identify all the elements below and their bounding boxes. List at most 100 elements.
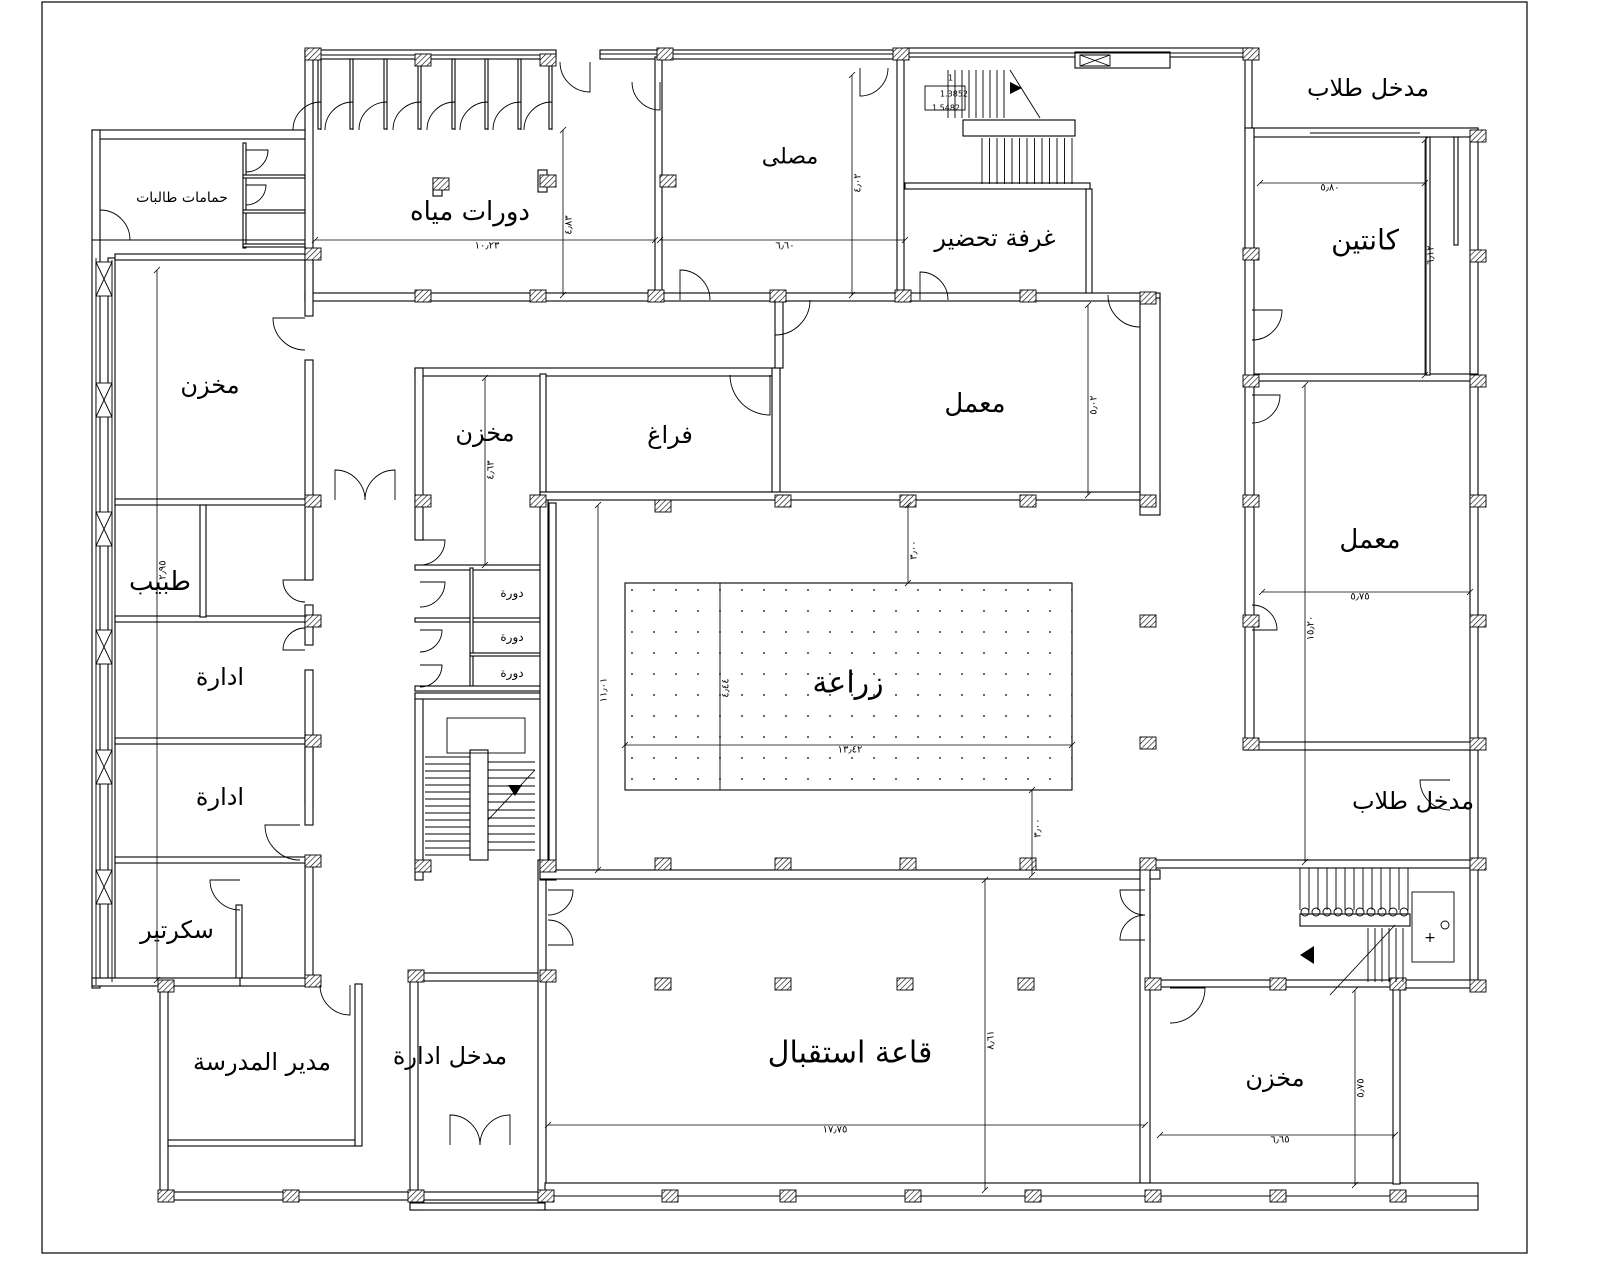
window-cross	[95, 869, 113, 905]
window-cross	[95, 511, 113, 547]
entrance-label-students-top: مدخل طلاب	[1307, 74, 1429, 102]
door-swing	[282, 579, 306, 603]
wall	[114, 856, 311, 864]
column	[414, 859, 432, 873]
door-swing	[547, 889, 574, 916]
dim-label-lab-center-depth: ٥٫٠٢	[1089, 395, 1100, 414]
column	[894, 289, 912, 303]
wall	[771, 367, 781, 497]
wall	[548, 502, 557, 881]
dim-label-courtyard-gap-bottom: ٣٫٠٠	[1033, 818, 1044, 837]
door-swing	[334, 469, 366, 501]
dimension-tick	[1421, 136, 1429, 144]
column	[1242, 737, 1260, 751]
door-swing	[449, 1114, 481, 1146]
wall	[414, 685, 546, 692]
wall	[1392, 983, 1401, 1185]
wall	[409, 972, 541, 982]
marker-circle	[1440, 920, 1450, 930]
door-swing	[364, 469, 396, 501]
stair-cut-line	[1329, 924, 1396, 996]
stair-nosing	[1333, 907, 1343, 917]
dimension-tick	[621, 741, 629, 749]
dimension-tick	[1141, 1121, 1149, 1129]
stair-arrow	[1010, 82, 1022, 94]
column	[779, 1189, 797, 1203]
door-swing	[729, 374, 771, 416]
column	[1389, 1189, 1407, 1203]
door-swing	[631, 81, 661, 111]
door-swing	[1169, 987, 1206, 1024]
dimension-tick	[1156, 1131, 1164, 1139]
dim-label-store-center-depth: ٤٫٦٣	[486, 460, 497, 480]
dim-label-canteen-depth: ٦٫١٢	[1426, 245, 1437, 264]
dim-label-canteen-width: ٥٫٨٠	[1320, 183, 1339, 194]
column	[539, 859, 557, 873]
column	[539, 53, 557, 67]
dimension-tick	[1258, 588, 1266, 596]
dimension-tick	[1028, 786, 1036, 794]
entrance-label-students-right: مدخل طلاب	[1352, 787, 1474, 815]
dimension-labels: ١٠٫٢٣ ٦٫٦٠ ٤٫٨٣ ٤٫٠٢ ٥٫٨٠ ٦٫١٢ ٥٫٠٢ ٤٫٦٣…	[158, 173, 1437, 1145]
dim-label-agriculture-depth: ٤٫٤٤	[721, 678, 732, 697]
dimension-tick	[981, 876, 989, 884]
wall	[1139, 859, 1151, 1191]
dimension-tick	[559, 291, 567, 299]
column	[407, 1189, 425, 1203]
wall	[1249, 127, 1479, 138]
column	[1469, 979, 1487, 993]
stall-door-swing	[324, 101, 354, 131]
door-swing	[479, 1114, 511, 1146]
dim-label-reception-depth: ٨٫٦١	[986, 1030, 997, 1049]
dimension-tick	[904, 501, 912, 509]
dimension-tick	[656, 236, 664, 244]
column	[282, 1189, 300, 1203]
room-label-prep-room: غرفة تحضير	[933, 224, 1055, 252]
room-label-admin-2: ادارة	[196, 783, 244, 811]
window-cross	[95, 261, 113, 297]
stair-nosing	[1388, 907, 1398, 917]
stair-nosing	[1366, 907, 1376, 917]
column	[1469, 494, 1487, 508]
stair-dim-b: 1.5482	[932, 104, 960, 113]
column	[539, 174, 557, 188]
column	[1242, 614, 1260, 628]
dimension-tick	[651, 236, 659, 244]
stall-partition	[349, 58, 354, 130]
wall	[1299, 913, 1411, 927]
column	[654, 499, 672, 513]
door-swing	[419, 664, 443, 688]
wall	[414, 564, 546, 571]
stall-door-swing	[358, 101, 388, 131]
stall-door-swing	[426, 101, 456, 131]
column	[1269, 1189, 1287, 1203]
column	[1269, 977, 1287, 991]
door-swing	[1119, 914, 1146, 941]
room-label-store-right: مخزن	[1245, 1064, 1304, 1092]
wall	[1085, 188, 1093, 296]
wall	[1244, 127, 1255, 751]
wall	[167, 1139, 356, 1147]
stair-outline	[1411, 891, 1455, 963]
room-label-principal: مدير المدرسة	[193, 1048, 331, 1076]
column	[1144, 1189, 1162, 1203]
room-label-doctor: طبيب	[129, 567, 191, 597]
column	[157, 979, 175, 993]
door-swing	[559, 61, 591, 93]
column	[656, 47, 674, 61]
wall	[1453, 136, 1459, 246]
column	[304, 47, 322, 61]
dim-label-reception-width: ١٧٫٧٥	[823, 1125, 848, 1136]
wall	[235, 904, 243, 984]
wall	[199, 504, 207, 618]
column	[304, 974, 322, 988]
wall	[242, 243, 306, 248]
column	[407, 969, 425, 983]
stall-door-swing	[392, 101, 422, 131]
column	[1389, 977, 1407, 991]
dim-label-courtyard-depth: ١١٫٠١	[599, 678, 610, 703]
stair-arrow	[508, 785, 522, 796]
dimension-tick	[1391, 1131, 1399, 1139]
column	[304, 854, 322, 868]
plus-marker: +	[1424, 930, 1436, 946]
